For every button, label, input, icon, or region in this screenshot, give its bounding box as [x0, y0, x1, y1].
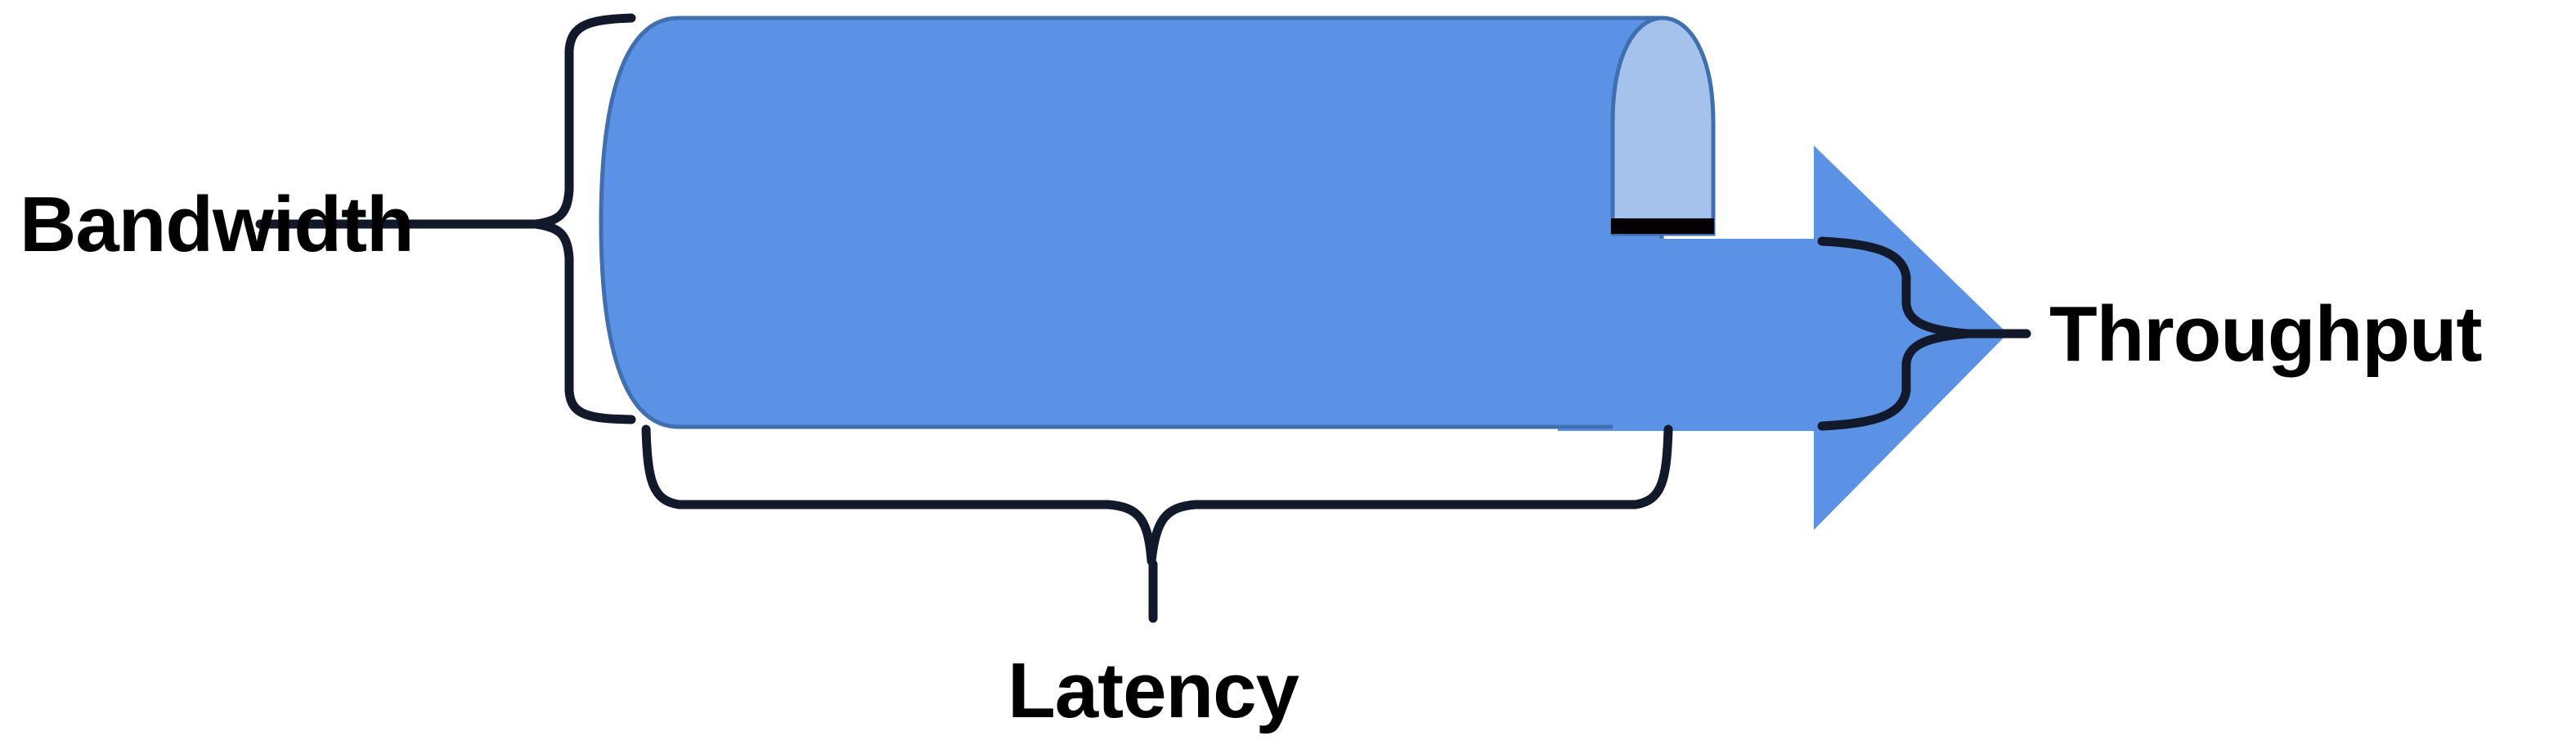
pipe-cylinder	[599, 16, 1716, 431]
bandwidth-label: Bandwidth	[20, 181, 414, 268]
pipe-end-cap	[1610, 16, 1716, 236]
throughput-label: Throughput	[2049, 290, 2481, 378]
restriction-bar	[1611, 218, 1714, 234]
latency-label: Latency	[1008, 647, 1299, 734]
pipe-body	[599, 16, 1664, 429]
pipe-opening-fill	[1613, 239, 1715, 431]
latency-brace	[641, 424, 1673, 566]
